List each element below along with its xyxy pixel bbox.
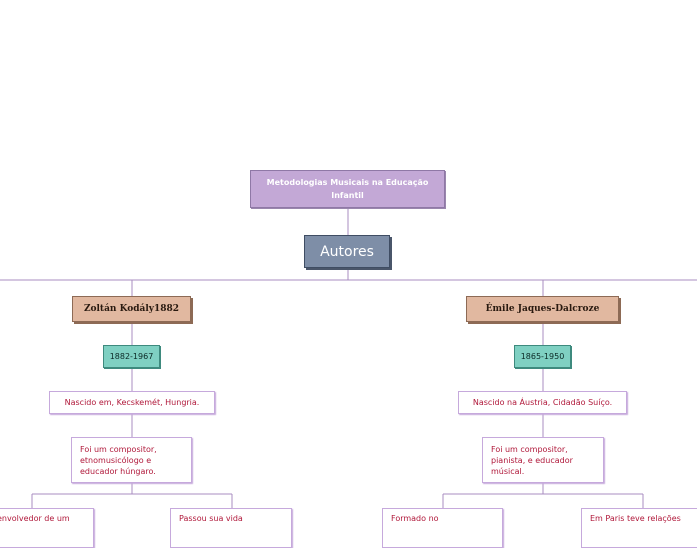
birthplace-node-kodaly[interactable]: Nascido em, Kecskemét, Hungria. (49, 391, 215, 414)
subnode-text: Formado no (391, 514, 439, 523)
category-node-autores[interactable]: Autores (304, 235, 390, 268)
subnode-text: Passou sua vida (179, 514, 243, 523)
root-topic-label: Metodologias Musicais na Educação Infant… (266, 178, 429, 200)
subnode-kodaly-1[interactable]: envolvedor de um (0, 508, 94, 548)
years-node-kodaly[interactable]: 1882-1967 (103, 345, 160, 368)
author-node-kodaly[interactable]: Zoltán Kodály1882 (72, 296, 191, 322)
birthplace-text: Nascido em, Kecskemét, Hungria. (64, 398, 200, 407)
birthplace-text: Nascido na Áustria, Cidadão Suíço. (472, 398, 613, 407)
birthplace-node-dalcroze[interactable]: Nascido na Áustria, Cidadão Suíço. (458, 391, 627, 414)
root-topic[interactable]: Metodologias Musicais na Educação Infant… (250, 170, 445, 208)
description-text: Foi um compositor, pianista, e educador … (491, 445, 573, 476)
years-label: 1882-1967 (109, 352, 154, 361)
subnode-kodaly-2[interactable]: Passou sua vida (170, 508, 292, 548)
description-node-dalcroze[interactable]: Foi um compositor, pianista, e educador … (482, 437, 604, 483)
author-node-dalcroze[interactable]: Émile Jaques-Dalcroze (466, 296, 619, 322)
category-label: Autores (320, 243, 374, 260)
years-label: 1865-1950 (520, 352, 565, 361)
subnode-text: Em Paris teve relações (590, 514, 681, 523)
author-name: Émile Jaques-Dalcroze (485, 304, 600, 314)
description-text: Foi um compositor, etnomusicólogo e educ… (80, 445, 157, 476)
author-name: Zoltán Kodály1882 (83, 304, 180, 314)
subnode-dalcroze-1[interactable]: Formado no (382, 508, 503, 548)
subnode-text: envolvedor de um (0, 514, 70, 523)
years-node-dalcroze[interactable]: 1865-1950 (514, 345, 571, 368)
subnode-dalcroze-2[interactable]: Em Paris teve relações (581, 508, 697, 548)
description-node-kodaly[interactable]: Foi um compositor, etnomusicólogo e educ… (71, 437, 192, 483)
